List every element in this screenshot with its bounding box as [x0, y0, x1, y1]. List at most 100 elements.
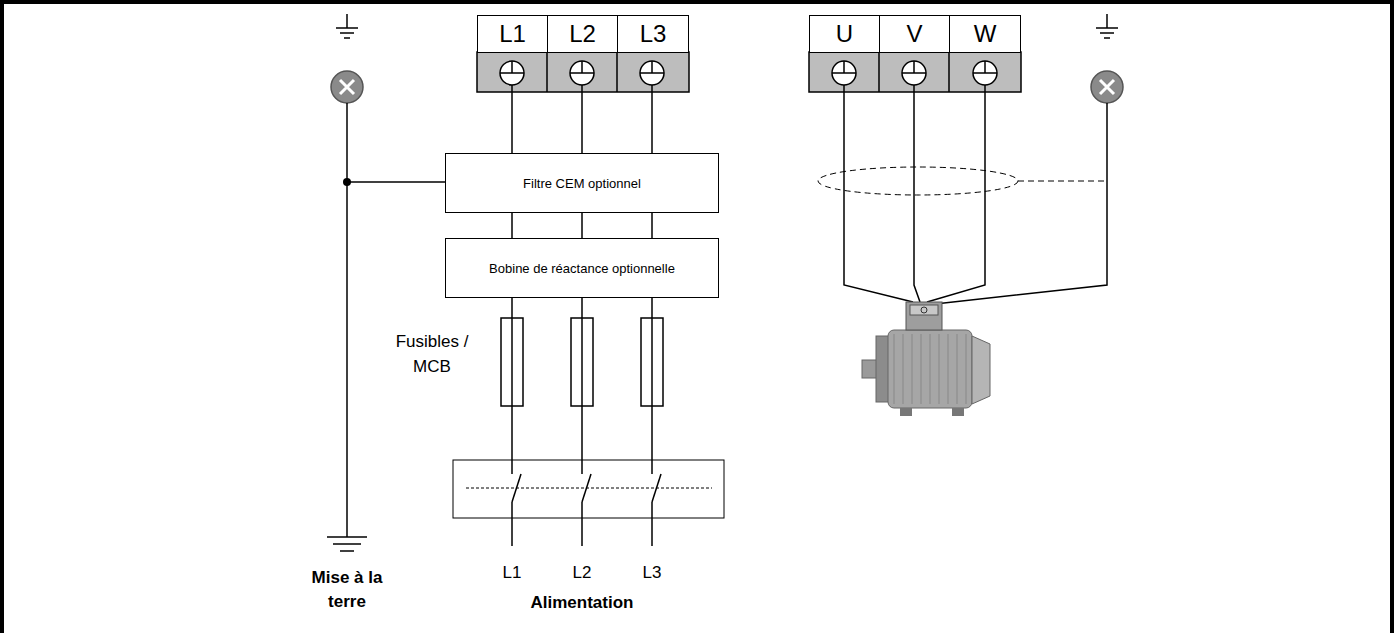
screw-group — [500, 61, 997, 92]
isolator-link — [466, 488, 712, 489]
earth-terminal — [331, 71, 363, 103]
fuse — [571, 318, 593, 406]
motor-wire — [914, 92, 920, 302]
motor-fin — [957, 334, 958, 404]
phase-label: L1 — [492, 562, 532, 584]
supply-wire — [581, 298, 583, 474]
terminal-screw — [640, 61, 664, 85]
motor-terminal-box — [906, 302, 942, 330]
terminal-label-cell: W — [949, 15, 1021, 53]
fuse-label: Fusibles / MCB — [383, 329, 481, 379]
motor-fin — [930, 334, 931, 404]
earth-symbol — [336, 14, 358, 38]
earth-bar — [1100, 32, 1114, 34]
motor-illustration — [862, 302, 990, 416]
motor-fins — [894, 334, 966, 404]
node-text: V — [906, 20, 922, 48]
motor-cable — [844, 92, 1107, 304]
ground-bar — [340, 550, 354, 552]
earth-bar — [336, 27, 358, 29]
motor-fan-cover — [972, 336, 990, 404]
terminal-label-cell: L2 — [547, 15, 618, 53]
node-text: U — [836, 20, 853, 48]
screw-slot — [832, 61, 856, 73]
screw-slot — [973, 61, 997, 73]
terminal-label-cell: L1 — [477, 15, 548, 53]
motor-fin — [894, 334, 895, 404]
earth-stem — [1106, 14, 1108, 28]
filter-box: Filtre CEM optionnel — [445, 153, 719, 213]
earth-bar — [344, 37, 350, 39]
fuse-element — [511, 318, 513, 406]
terminal-screw — [832, 61, 856, 85]
terminal-screw — [500, 61, 524, 85]
node-text: Filtre CEM optionnel — [523, 176, 641, 191]
motor-terminal-screw — [921, 307, 927, 313]
node-text: W — [974, 20, 997, 48]
fuse — [501, 318, 523, 406]
terminal-divider — [878, 52, 880, 92]
ground-bar — [327, 536, 367, 538]
supply-caption: Alimentation — [492, 592, 672, 614]
node-text: L2 — [569, 20, 596, 48]
motor-body — [888, 330, 972, 408]
earth-terminal-circle — [1091, 71, 1123, 103]
motor-earth-wire — [935, 103, 1107, 304]
ground-symbol — [327, 537, 367, 551]
terminal-screw — [570, 61, 594, 85]
supply-wires — [501, 298, 663, 546]
screw-slot — [570, 61, 594, 73]
node-text: L1 — [499, 20, 526, 48]
reactor-box: Bobine de réactance optionnelle — [445, 238, 719, 298]
screw-slot — [640, 61, 664, 73]
terminal-wire — [913, 85, 915, 92]
wire-connector — [581, 213, 583, 238]
wire-connector — [511, 213, 513, 238]
terminal-screw — [902, 61, 926, 85]
earth-symbol — [1096, 14, 1118, 38]
motor-fin — [921, 334, 922, 404]
terminal-wire — [581, 85, 583, 92]
earth-caption: Mise à la terre — [297, 566, 397, 614]
phase-label: L2 — [562, 562, 602, 584]
ground-bar — [333, 543, 361, 545]
motor-fin — [903, 334, 904, 404]
earth-stem — [346, 14, 348, 28]
terminal-screw — [973, 61, 997, 85]
fuse-element — [651, 318, 653, 406]
cable-screen — [818, 167, 1018, 195]
terminal-divider — [616, 52, 618, 92]
earth-wire — [347, 181, 445, 183]
terminal-strip — [477, 52, 689, 92]
isolator-box — [453, 460, 724, 518]
motor-wire — [927, 92, 985, 302]
terminal-strip — [809, 52, 1021, 92]
motor-terminal-lid — [910, 305, 938, 315]
supply-wire — [581, 502, 583, 546]
earth-terminal — [1091, 71, 1123, 103]
fuse — [641, 318, 663, 406]
motor-fin — [912, 334, 913, 404]
terminal-label-cell: U — [809, 15, 880, 53]
node-text: L3 — [640, 20, 667, 48]
fuse-element — [581, 318, 583, 406]
motor-foot — [900, 408, 912, 416]
motor-fin — [939, 334, 940, 404]
terminal-wire — [651, 85, 653, 92]
earth-bar — [1096, 27, 1118, 29]
earth-bar — [340, 32, 354, 34]
terminal-wire — [511, 85, 513, 92]
motor-fin — [966, 334, 967, 404]
motor-fin — [948, 334, 949, 404]
screw-slot — [902, 61, 926, 73]
terminal-wire — [843, 85, 845, 92]
earth-terminal-circle — [331, 71, 363, 103]
screw-slot — [500, 61, 524, 73]
terminal-divider — [948, 52, 950, 92]
supply-wire — [651, 298, 653, 474]
earth-wire — [346, 103, 348, 537]
